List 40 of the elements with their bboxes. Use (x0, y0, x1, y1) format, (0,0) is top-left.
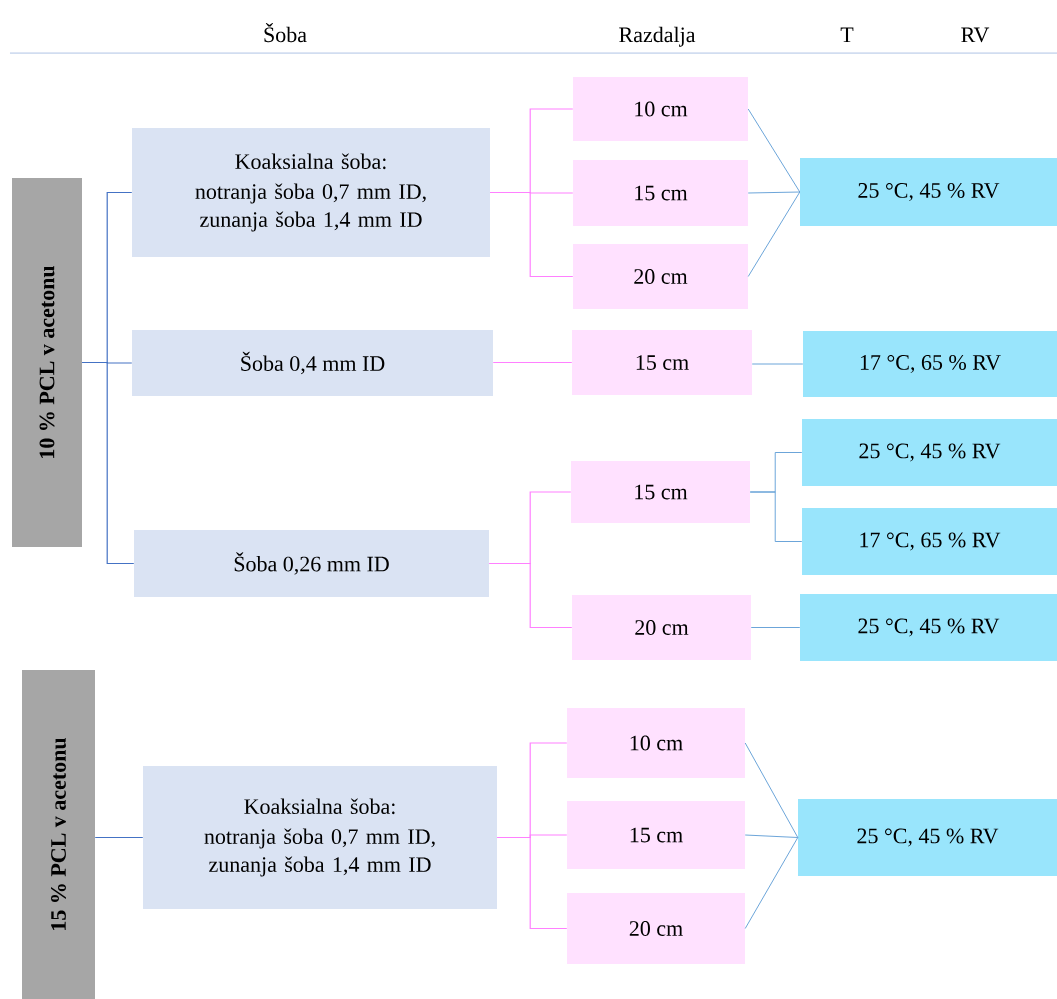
column-header: T (840, 27, 854, 42)
condition-box: 17 °C, 65 % RV (803, 331, 1057, 397)
connector (744, 837, 799, 929)
distance-box: 15 cm (572, 330, 752, 395)
connector (489, 191, 574, 278)
connector (81, 361, 135, 565)
connector (750, 627, 801, 628)
condition-box: 25 °C, 45 % RV (798, 799, 1057, 876)
condition-box: 25 °C, 45 % RV (800, 594, 1057, 661)
distance-box: 10 cm (573, 77, 748, 141)
distance-box: 15 cm (573, 160, 748, 226)
condition-box: 25 °C, 45 % RV (800, 158, 1057, 226)
group-box: 10 % PCL v acetonu (12, 178, 82, 547)
connector (749, 491, 803, 542)
column-header: Šoba (264, 23, 307, 43)
column-header: Razdalja (619, 26, 696, 47)
nozzle-box: Koaksialna šoba: notranja šoba 0,7 mm ID, zunanja šoba 1,4 mm ID (132, 128, 490, 257)
distance-box: 20 cm (567, 893, 745, 964)
distance-box: 10 cm (567, 708, 745, 778)
connector (94, 836, 144, 839)
distance-box: 20 cm (573, 244, 748, 309)
connector (496, 836, 568, 930)
connector (747, 108, 801, 193)
nozzle-box: Koaksialna šoba: notranja šoba 0,7 mm ID, zunanja šoba 1,4 mm ID (143, 766, 497, 909)
connector (751, 363, 804, 365)
column-header: RV (961, 27, 990, 43)
condition-box: 25 °C, 45 % RV (802, 419, 1057, 486)
connector (747, 191, 801, 194)
group-box: 15 % PCL v acetonu (22, 670, 95, 999)
connector (488, 562, 573, 629)
connector (747, 191, 801, 277)
distance-box: 15 cm (571, 461, 750, 523)
nozzle-box: Šoba 0,4 mm ID (132, 330, 493, 396)
distance-box: 20 cm (572, 595, 751, 660)
connector (744, 742, 799, 838)
nozzle-box: Šoba 0,26 mm ID (134, 530, 489, 597)
distance-box: 15 cm (567, 801, 745, 869)
connector (744, 834, 799, 838)
connector (492, 361, 573, 364)
condition-box: 17 °C, 65 % RV (802, 508, 1057, 575)
